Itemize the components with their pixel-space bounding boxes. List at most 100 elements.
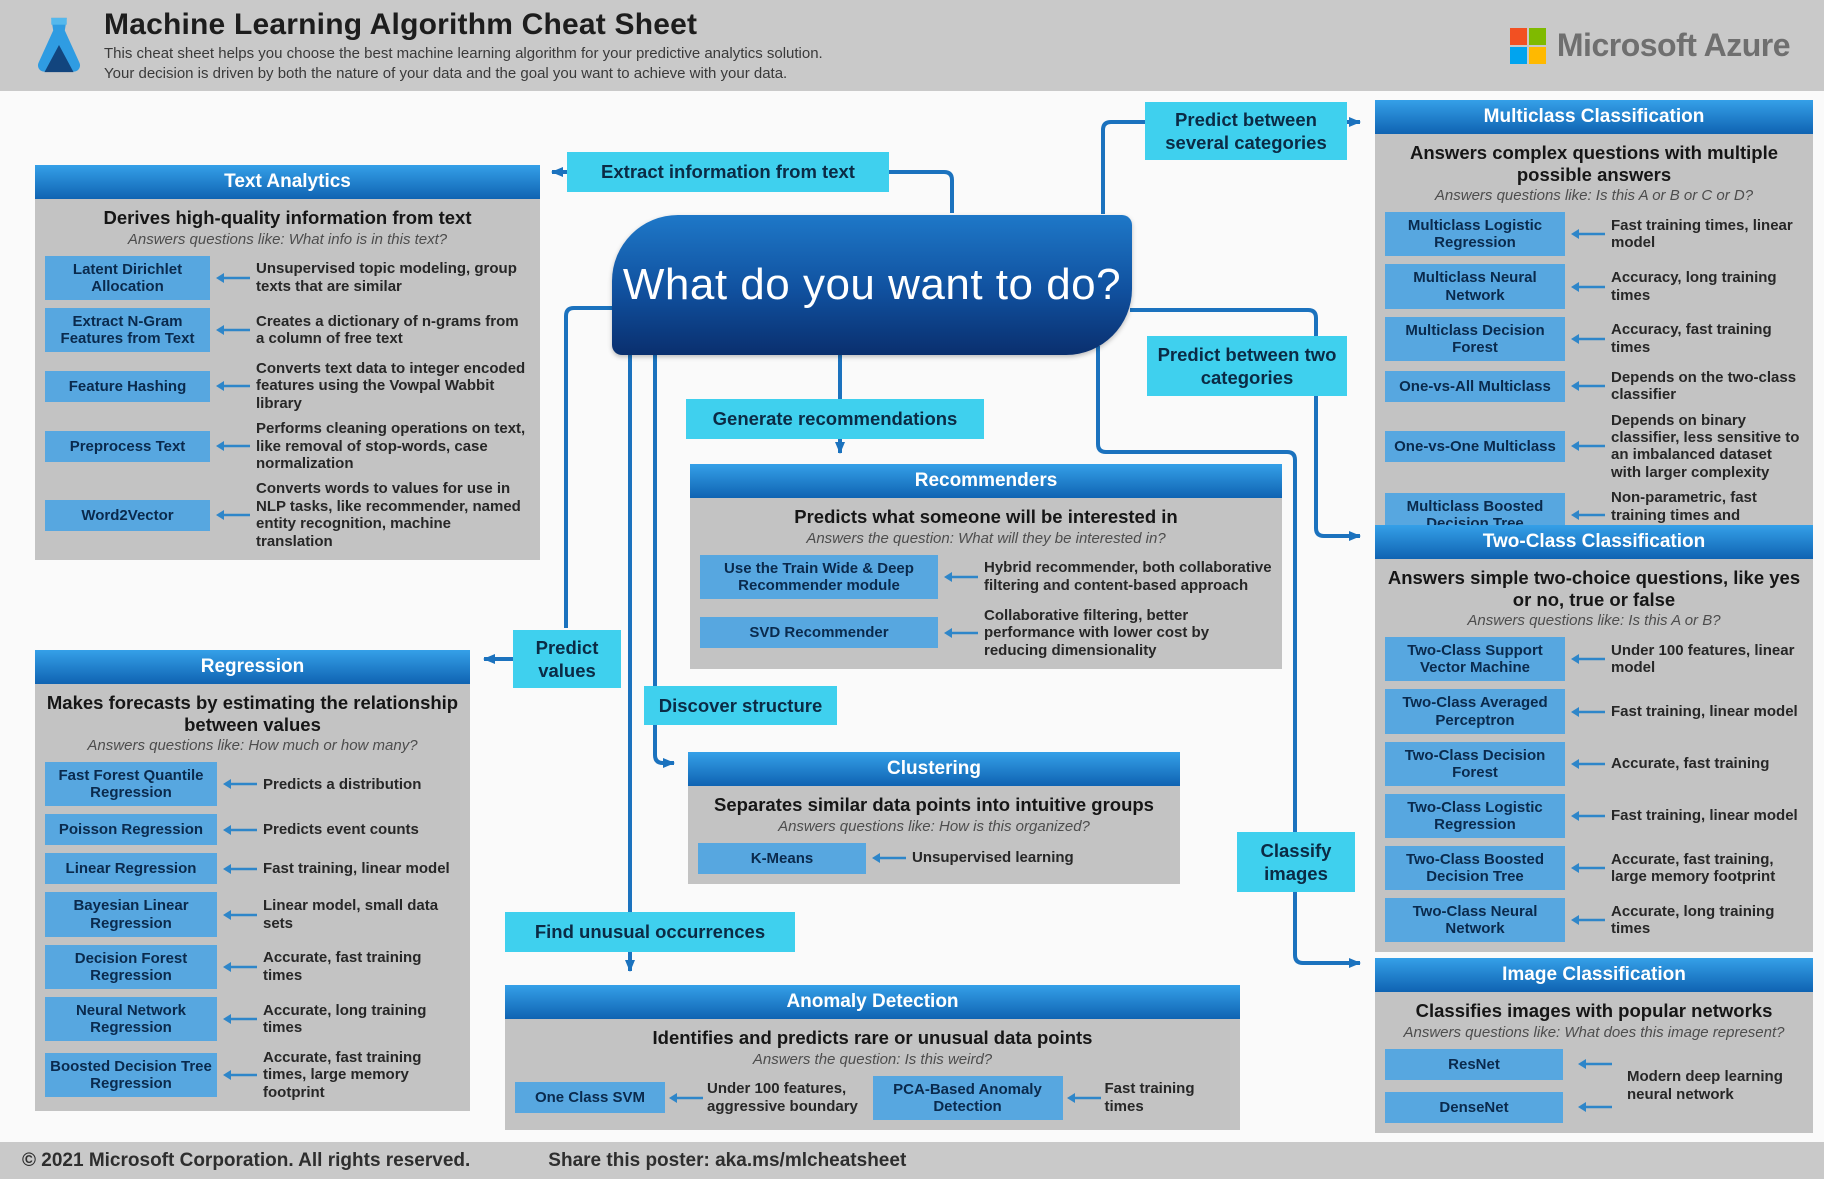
algorithm-desc: Accurate, fast training times: [263, 949, 422, 984]
flow-label-predict-values: Predict values: [513, 630, 621, 688]
algorithm-row: Two-Class Logistic Regression Fast traini…: [1385, 793, 1803, 839]
panel-recommenders-body: Predicts what someone will be interested…: [690, 498, 1282, 669]
algorithm-desc: Depends on the two-class classifier: [1611, 368, 1797, 404]
central-question-text: What do you want to do?: [622, 260, 1122, 309]
panel-two-class-classification-question: Answers questions like: Is this A or B?: [1467, 612, 1721, 630]
connector-extract-to-central: [889, 170, 954, 213]
flow-label-predict-several: Predict between several categories: [1145, 102, 1347, 160]
algorithm-desc: Linear model, small data sets: [263, 897, 439, 932]
algorithm-box: Boosted Decision Tree Regression: [45, 1053, 217, 1098]
panel-regression-title: Makes forecasts by estimating the relati…: [46, 692, 459, 735]
subtitle-line1: This cheat sheet helps you choose the be…: [104, 45, 823, 62]
algorithm-row: Use the Train Wide & Deep Recommender mo…: [700, 554, 1272, 599]
left-arrow-icon: [1066, 1092, 1101, 1103]
title-block: Machine Learning Algorithm Cheat Sheet T…: [104, 8, 1510, 83]
flow-label-predict-two: Predict between two categories: [1147, 336, 1347, 396]
panel-multiclass-classification-title: Answers complex questions with multiple …: [1409, 142, 1778, 185]
left-arrow-icon: [944, 571, 978, 582]
algorithm-desc: Under 100 features, aggressive boundary: [707, 1080, 858, 1115]
algorithm-box: Neural Network Regression: [45, 996, 217, 1042]
panel-text-analytics-title: Derives high-quality information from te…: [103, 207, 472, 228]
panel-regression-header: Regression: [35, 650, 470, 684]
algorithm-row: Preprocess Text Performs cleaning operati…: [45, 420, 530, 472]
algorithm-box: SVD Recommender: [700, 617, 938, 649]
algorithm-box: Two-Class Boosted Decision Tree: [1385, 846, 1565, 891]
algorithm-desc: Fast training times: [1104, 1080, 1195, 1115]
panel-anomaly-detection-question: Answers the question: Is this weird?: [752, 1050, 993, 1068]
brand-name: Microsoft Azure: [1556, 27, 1791, 63]
algorithm-desc: Creates a dictionary of n-grams from a c…: [256, 312, 519, 347]
left-arrow-icon: [1578, 1059, 1612, 1070]
panel-text-analytics-question: Answers questions like: What info is in …: [127, 230, 448, 248]
share-link[interactable]: Share this poster: aka.ms/mlcheatsheet: [548, 1149, 907, 1171]
algorithm-box: Preprocess Text: [45, 430, 210, 462]
left-arrow-icon: [1571, 381, 1605, 392]
algorithm-box: Poisson Regression: [45, 814, 217, 846]
panel-recommenders-title: Predicts what someone will be interested…: [794, 506, 1178, 527]
left-arrow-icon: [223, 863, 257, 874]
connector-classify-images: [1096, 346, 1361, 968]
panel-clustering-title: Separates similar data points into intui…: [714, 794, 1154, 815]
algorithm-box: Two-Class Decision Forest: [1385, 741, 1565, 786]
algorithm-box: Feature Hashing: [45, 370, 210, 402]
panel-text-analytics-body: Derives high-quality information from te…: [35, 199, 540, 560]
left-arrow-icon: [216, 324, 250, 335]
algorithm-desc: Fast training, linear model: [1611, 702, 1798, 720]
connector-lines: [483, 117, 1361, 972]
microsoft-logo-icon: [1509, 27, 1546, 64]
algorithm-box: One-vs-One Multiclass: [1385, 430, 1565, 462]
panel-anomaly-detection-body: Identifies and predicts rare or unusual …: [505, 1019, 1240, 1130]
panel-regression-body: Makes forecasts by estimating the relati…: [35, 684, 470, 1112]
left-arrow-icon: [223, 1070, 257, 1081]
algorithm-box: Latent Dirichlet Allocation: [45, 255, 210, 300]
azure-ml-studio-logo-icon: [37, 17, 81, 72]
algorithm-box: ResNet: [1385, 1048, 1563, 1080]
central-question-box: What do you want to do?: [612, 215, 1132, 355]
header-bar: Machine Learning Algorithm Cheat Sheet T…: [0, 0, 1824, 91]
panel-image-classification-question: Answers questions like: What does this i…: [1403, 1023, 1785, 1041]
algorithm-box: Two-Class Logistic Regression: [1385, 793, 1565, 839]
algorithm-desc: Hybrid recommender, both collaborative f…: [984, 559, 1272, 594]
algorithm-box: Two-Class Support Vector Machine: [1385, 637, 1565, 682]
algorithm-box: Fast Forest Quantile Regression: [45, 762, 217, 807]
left-arrow-icon: [944, 627, 978, 638]
left-arrow-icon: [223, 779, 257, 790]
algorithm-desc: Collaborative filtering, better performa…: [984, 606, 1210, 659]
algorithm-desc: Performs cleaning operations on text, li…: [256, 420, 526, 472]
algorithm-desc: Accurate, fast training: [1611, 755, 1770, 773]
algorithm-desc: Accuracy, long training times: [1611, 269, 1777, 304]
algorithm-desc: Fast training, linear model: [1611, 807, 1798, 825]
panel-recommenders-question: Answers the question: What will they be …: [806, 529, 1166, 547]
left-arrow-icon: [1578, 1102, 1612, 1113]
algorithm-desc: Accurate, long training times: [263, 1001, 427, 1036]
algorithm-desc: Depends on binary classifier, less sensi…: [1611, 411, 1800, 481]
algorithm-desc: Converts text data to integer encoded fe…: [256, 360, 526, 412]
algorithm-box: Two-Class Averaged Perceptron: [1385, 689, 1565, 734]
copyright-text: © 2021 Microsoft Corporation. All rights…: [22, 1149, 471, 1171]
panel-anomaly-detection-header: Anomaly Detection: [505, 985, 1240, 1019]
left-arrow-icon: [1571, 915, 1605, 926]
left-arrow-icon: [216, 510, 250, 521]
algorithm-box: Use the Train Wide & Deep Recommender mo…: [700, 554, 938, 599]
